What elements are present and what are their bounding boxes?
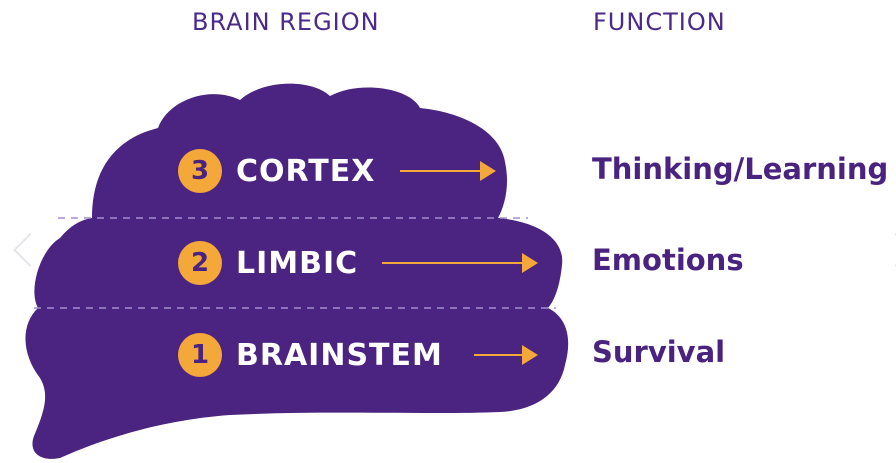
arrow-right-icon <box>474 345 538 365</box>
region-label-limbic: LIMBIC <box>236 245 359 281</box>
badge-3: 3 <box>178 149 222 193</box>
arrow-right-icon <box>400 161 496 181</box>
function-label-emotions: Emotions <box>592 243 744 277</box>
row-cortex: 3 CORTEX <box>178 149 375 193</box>
badge-2: 2 <box>178 241 222 285</box>
function-label-survival: Survival <box>592 335 726 369</box>
region-label-cortex: CORTEX <box>236 153 376 189</box>
brain-silhouette <box>25 83 569 459</box>
badge-1: 1 <box>178 333 222 377</box>
arrow-right-icon <box>382 253 538 273</box>
row-limbic: 2 LIMBIC <box>178 241 358 285</box>
header-function: FUNCTION <box>593 8 726 36</box>
region-label-brainstem: BRAINSTEM <box>236 337 443 373</box>
row-brainstem: 1 BRAINSTEM <box>178 333 443 377</box>
function-label-thinking: Thinking/Learning <box>592 152 889 186</box>
header-brain-region: BRAIN REGION <box>192 8 380 36</box>
